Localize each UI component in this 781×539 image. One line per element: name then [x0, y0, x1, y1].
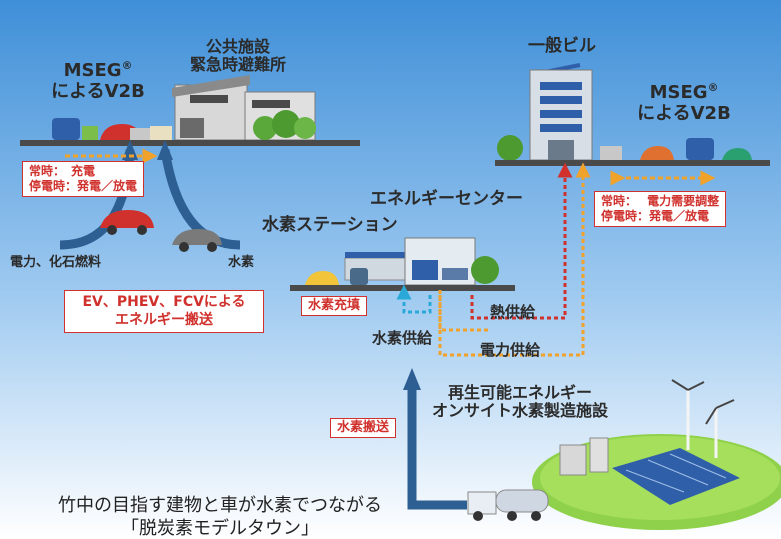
power-fossil-label: 電力、化石燃料	[10, 255, 102, 270]
mseg-left-line2: によるV2B	[51, 80, 145, 102]
right-status-line2: 停電時：発電／放電	[601, 209, 710, 223]
heat-supply-label: 熱供給	[490, 303, 536, 321]
renewable-plant-line1: 再生可能エネルギー	[447, 383, 592, 402]
registered-mark: ®	[707, 81, 719, 94]
flow-arrows	[65, 148, 716, 510]
hydrogen-transport-box: 水素搬送	[330, 418, 397, 439]
renewable-plant-line2: オンサイト水素製造施設	[431, 401, 608, 421]
general-building-label: 一般ビル	[528, 36, 596, 56]
caption-line1: 竹中の目指す建物と車が水素でつながる	[58, 495, 382, 516]
mseg-right-label: MSEG® によるV2B	[628, 81, 740, 124]
ev-transport-line1: EV、PHEV、FCVによる	[82, 294, 246, 310]
hydrogen-supply-label: 水素供給	[372, 329, 433, 347]
left-status-line2: 停電時：発電／放電	[29, 179, 138, 193]
public-facility-line2: 緊急時避難所	[189, 55, 286, 75]
hydrogen-station-label: 水素ステーション	[262, 215, 398, 235]
hydrogen-label: 水素	[228, 255, 255, 270]
right-status-line1: 常時： 電力需要調整	[601, 194, 720, 208]
general-building-scene	[495, 63, 770, 166]
hydrogen-filling-box: 水素充填	[301, 296, 368, 317]
public-facility-label: 公共施設 緊急時避難所	[178, 37, 298, 75]
ev-transport-arrows	[59, 140, 241, 252]
power-supply-label: 電力供給	[480, 341, 541, 359]
ev-transport-line2: エネルギー搬送	[115, 311, 213, 328]
caption: 竹中の目指す建物と車が水素でつながる 「脱炭素モデルタウン」	[30, 494, 410, 539]
public-facility-scene	[20, 75, 360, 146]
mseg-left-line1: MSEG®	[63, 59, 133, 81]
public-facility-line1: 公共施設	[205, 37, 270, 56]
left-status-box: 常時： 充電 停電時：発電／放電	[22, 161, 145, 197]
caption-line2: 「脱炭素モデルタウン」	[121, 518, 319, 539]
energy-center-label: エネルギーセンター	[370, 189, 523, 209]
left-status-line1: 常時： 充電	[29, 164, 96, 178]
mseg-right-line2: によるV2B	[637, 102, 731, 124]
ev-transport-box: EV、PHEV、FCVによる エネルギー搬送	[64, 290, 264, 333]
mseg-right-line1: MSEG®	[649, 81, 719, 103]
renewable-plant-label: 再生可能エネルギー オンサイト水素製造施設	[425, 383, 615, 421]
renewable-plant-scene	[467, 379, 781, 530]
right-status-box: 常時： 電力需要調整 停電時：発電／放電	[594, 191, 727, 227]
mseg-left-label: MSEG® によるV2B	[42, 59, 154, 102]
registered-mark: ®	[121, 59, 133, 72]
